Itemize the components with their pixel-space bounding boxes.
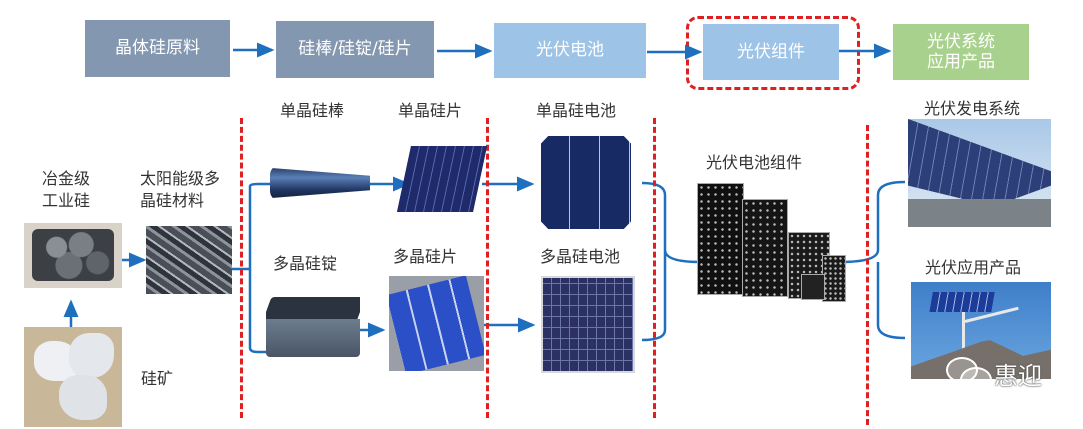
image-poly-wafer [389, 276, 484, 371]
label-mono-rod: 单晶硅棒 [280, 101, 345, 120]
stage-pv-cell: 光伏电池 [494, 23, 646, 78]
image-pv-products [911, 282, 1051, 379]
label-line: 太阳能级多 [140, 169, 221, 188]
label-mono-cell: 单晶硅电池 [536, 101, 617, 120]
separator-dashed-4 [866, 125, 869, 425]
label-line: 晶硅材料 [140, 190, 205, 210]
image-solar-polysilicon [146, 226, 232, 294]
label-pv-products: 光伏应用产品 [925, 258, 1022, 277]
stage-label-line1: 光伏系统 [927, 31, 995, 52]
image-mono-cell [541, 136, 631, 229]
separator-dashed-3 [653, 118, 656, 418]
label-poly-ingot: 多晶硅锭 [273, 254, 338, 273]
label-silicon-ore: 硅矿 [141, 369, 174, 388]
image-silicon-ore [24, 327, 122, 427]
label-metallurgical-silicon: 冶金级 工业硅 [42, 168, 90, 211]
separator-dashed-2 [486, 118, 489, 418]
label-solar-polysilicon: 太阳能级多 晶硅材料 [140, 168, 220, 211]
image-pv-modules [697, 183, 847, 313]
stage-pv-system-products: 光伏系统 应用产品 [893, 24, 1029, 80]
separator-dashed-1 [240, 118, 243, 418]
stage-label: 光伏组件 [737, 41, 805, 62]
label-mono-wafer: 单晶硅片 [398, 101, 463, 120]
stage-label-line2: 应用产品 [927, 52, 995, 72]
watermark: 惠迎 [946, 356, 1042, 393]
label-line: 冶金级 [42, 169, 91, 188]
image-poly-ingot [266, 297, 360, 359]
stage-label: 硅棒/硅锭/硅片 [298, 39, 412, 60]
stage-crystalline-silicon-raw: 晶体硅原料 [85, 20, 230, 77]
label-line: 工业硅 [42, 190, 91, 210]
image-mono-wafer [396, 146, 488, 212]
image-metallurgical-silicon [24, 223, 122, 288]
stage-rod-ingot-wafer: 硅棒/硅锭/硅片 [276, 21, 434, 78]
image-pv-power-system [908, 119, 1051, 227]
watermark-text: 惠迎 [994, 362, 1042, 390]
stage-pv-module: 光伏组件 [703, 24, 839, 80]
label-pv-module: 光伏电池组件 [706, 153, 803, 172]
stage-label: 晶体硅原料 [115, 38, 200, 59]
label-poly-cell: 多晶硅电池 [540, 247, 621, 266]
stage-label: 光伏电池 [536, 40, 604, 61]
image-poly-cell [541, 276, 635, 373]
wechat-icon [946, 356, 992, 393]
label-pv-power-system: 光伏发电系统 [924, 99, 1021, 118]
label-poly-wafer: 多晶硅片 [393, 247, 458, 266]
